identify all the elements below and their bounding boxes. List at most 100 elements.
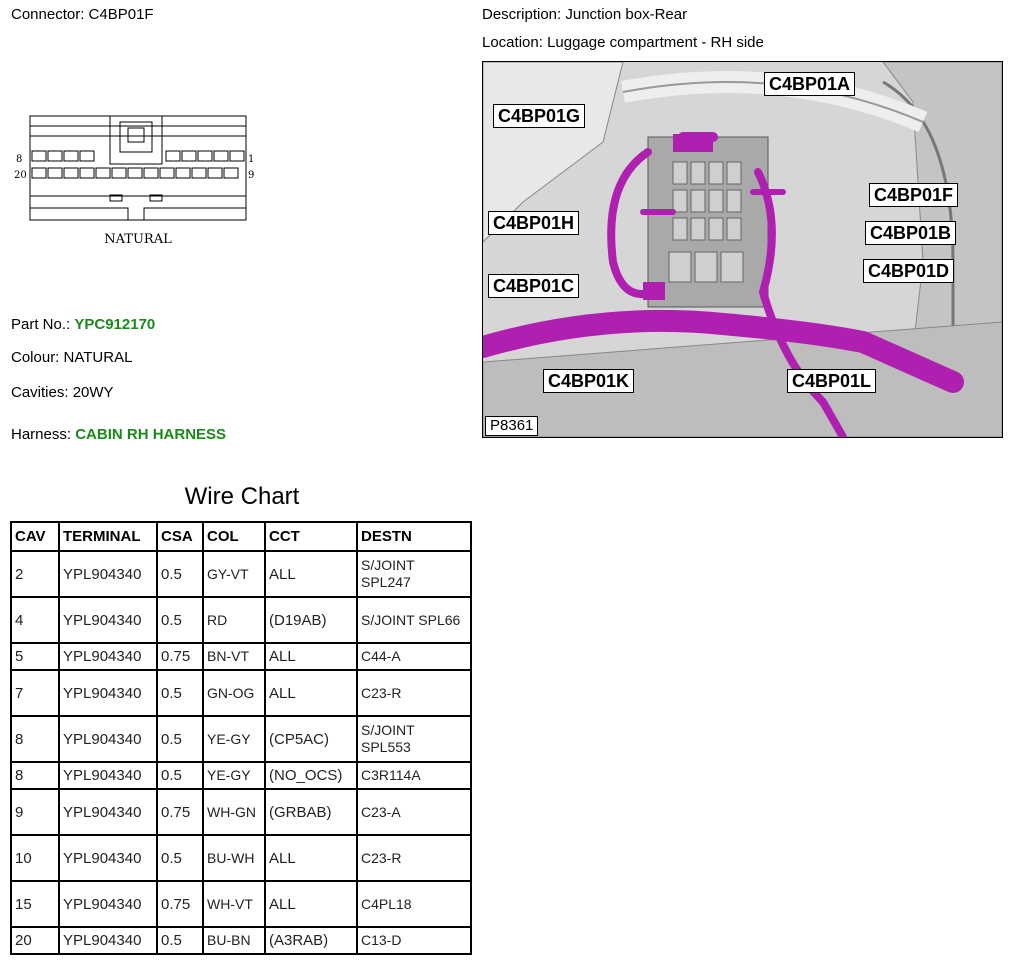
cell-cav: 9 <box>10 788 60 836</box>
colour-label: Colour: <box>11 349 60 366</box>
location-photo: C4BP01A C4BP01G C4BP01F C4BP01H C4BP01B … <box>482 61 1003 438</box>
header-cct: CCT <box>264 521 358 552</box>
cell-terminal: YPL904340 <box>58 596 158 644</box>
cell-terminal: YPL904340 <box>58 926 158 955</box>
location-label: Location: <box>482 34 543 51</box>
cavities-value: 20WY <box>72 384 114 401</box>
cell-terminal: YPL904340 <box>58 715 158 763</box>
callout-c4bp01a: C4BP01A <box>764 72 856 96</box>
part-no-line: Part No.: YPC912170 <box>11 316 155 334</box>
pin-label-right-top: 1 <box>248 154 254 165</box>
cell-col: BU-BN <box>202 926 266 955</box>
cell-terminal: YPL904340 <box>58 642 158 671</box>
header-col: COL <box>202 521 266 552</box>
cell-csa: 0.75 <box>156 642 204 671</box>
pin-label-right-bottom: 9 <box>248 170 254 181</box>
callout-c4bp01k: C4BP01K <box>543 369 635 393</box>
cell-col: YE-GY <box>202 761 266 790</box>
location-line: Location: Luggage compartment - RH side <box>482 34 764 52</box>
cell-col: BN-VT <box>202 642 266 671</box>
colour-value: NATURAL <box>63 349 133 366</box>
cell-cav: 15 <box>10 880 60 928</box>
cell-csa: 0.5 <box>156 926 204 955</box>
cell-cav: 4 <box>10 596 60 644</box>
cell-destn: C3R114A <box>356 761 472 790</box>
cell-col: WH-VT <box>202 880 266 928</box>
harness-label: Harness: <box>11 426 72 443</box>
cell-cct: ALL <box>264 550 358 598</box>
header-destn: DESTN <box>356 521 472 552</box>
header-terminal: TERMINAL <box>58 521 158 552</box>
cell-col: BU-WH <box>202 834 266 882</box>
colour-line: Colour: NATURAL <box>11 349 132 367</box>
cell-destn: S/JOINT SPL66 <box>356 596 472 644</box>
cell-csa: 0.5 <box>156 596 204 644</box>
callout-c4bp01c: C4BP01C <box>488 274 580 298</box>
header-csa: CSA <box>156 521 204 552</box>
cell-terminal: YPL904340 <box>58 880 158 928</box>
cell-cav: 8 <box>10 715 60 763</box>
cell-destn: C23-A <box>356 788 472 836</box>
cell-cav: 20 <box>10 926 60 955</box>
part-no-label: Part No.: <box>11 316 71 333</box>
cell-csa: 0.5 <box>156 669 204 717</box>
harness-link[interactable]: CABIN RH HARNESS <box>75 426 227 443</box>
part-no-link[interactable]: YPC912170 <box>74 316 156 333</box>
cell-destn: C13-D <box>356 926 472 955</box>
cell-cct: (CP5AC) <box>264 715 358 763</box>
callout-c4bp01d: C4BP01D <box>863 259 955 283</box>
cell-cav: 5 <box>10 642 60 671</box>
header-cav: CAV <box>10 521 60 552</box>
cell-cct: ALL <box>264 642 358 671</box>
cell-col: GN-OG <box>202 669 266 717</box>
pin-label-left-top: 8 <box>16 154 22 165</box>
description-label: Description: <box>482 6 562 23</box>
pin-label-left-bottom: 20 <box>14 170 27 181</box>
cell-cav: 8 <box>10 761 60 790</box>
cell-cct: (D19AB) <box>264 596 358 644</box>
cell-cct: (NO_OCS) <box>264 761 358 790</box>
cavities-label: Cavities: <box>11 384 69 401</box>
callout-c4bp01h: C4BP01H <box>488 211 580 235</box>
cell-destn: S/JOINT SPL553 <box>356 715 472 763</box>
connector-value: C4BP01F <box>88 6 154 23</box>
connector-label: Connector: <box>11 6 85 23</box>
cell-csa: 0.75 <box>156 880 204 928</box>
wire-chart-header-row: CAV TERMINAL CSA COL CCT DESTN <box>10 521 472 552</box>
cell-cav: 2 <box>10 550 60 598</box>
cell-destn: C23-R <box>356 834 472 882</box>
cell-terminal: YPL904340 <box>58 550 158 598</box>
cell-terminal: YPL904340 <box>58 669 158 717</box>
wire-chart-title: Wire Chart <box>184 483 300 510</box>
cavities-line: Cavities: 20WY <box>11 384 114 402</box>
description-value: Junction box-Rear <box>565 6 688 23</box>
cell-csa: 0.5 <box>156 761 204 790</box>
harness-line: Harness: CABIN RH HARNESS <box>11 426 226 444</box>
connector-color-label: NATURAL <box>104 232 172 247</box>
description-line: Description: Junction box-Rear <box>482 6 687 24</box>
cell-csa: 0.5 <box>156 550 204 598</box>
callout-c4bp01l: C4BP01L <box>787 369 877 393</box>
cell-col: GY-VT <box>202 550 266 598</box>
cell-cct: ALL <box>264 669 358 717</box>
photo-reference: P8361 <box>485 416 539 436</box>
cell-cct: ALL <box>264 880 358 928</box>
cell-destn: S/JOINT SPL247 <box>356 550 472 598</box>
cell-cav: 7 <box>10 669 60 717</box>
cell-csa: 0.5 <box>156 715 204 763</box>
cell-col: RD <box>202 596 266 644</box>
cell-csa: 0.75 <box>156 788 204 836</box>
connector-heading: Connector: C4BP01F <box>11 6 154 24</box>
cell-terminal: YPL904340 <box>58 761 158 790</box>
callout-c4bp01b: C4BP01B <box>865 221 957 245</box>
cell-csa: 0.5 <box>156 834 204 882</box>
callout-c4bp01f: C4BP01F <box>869 183 959 207</box>
